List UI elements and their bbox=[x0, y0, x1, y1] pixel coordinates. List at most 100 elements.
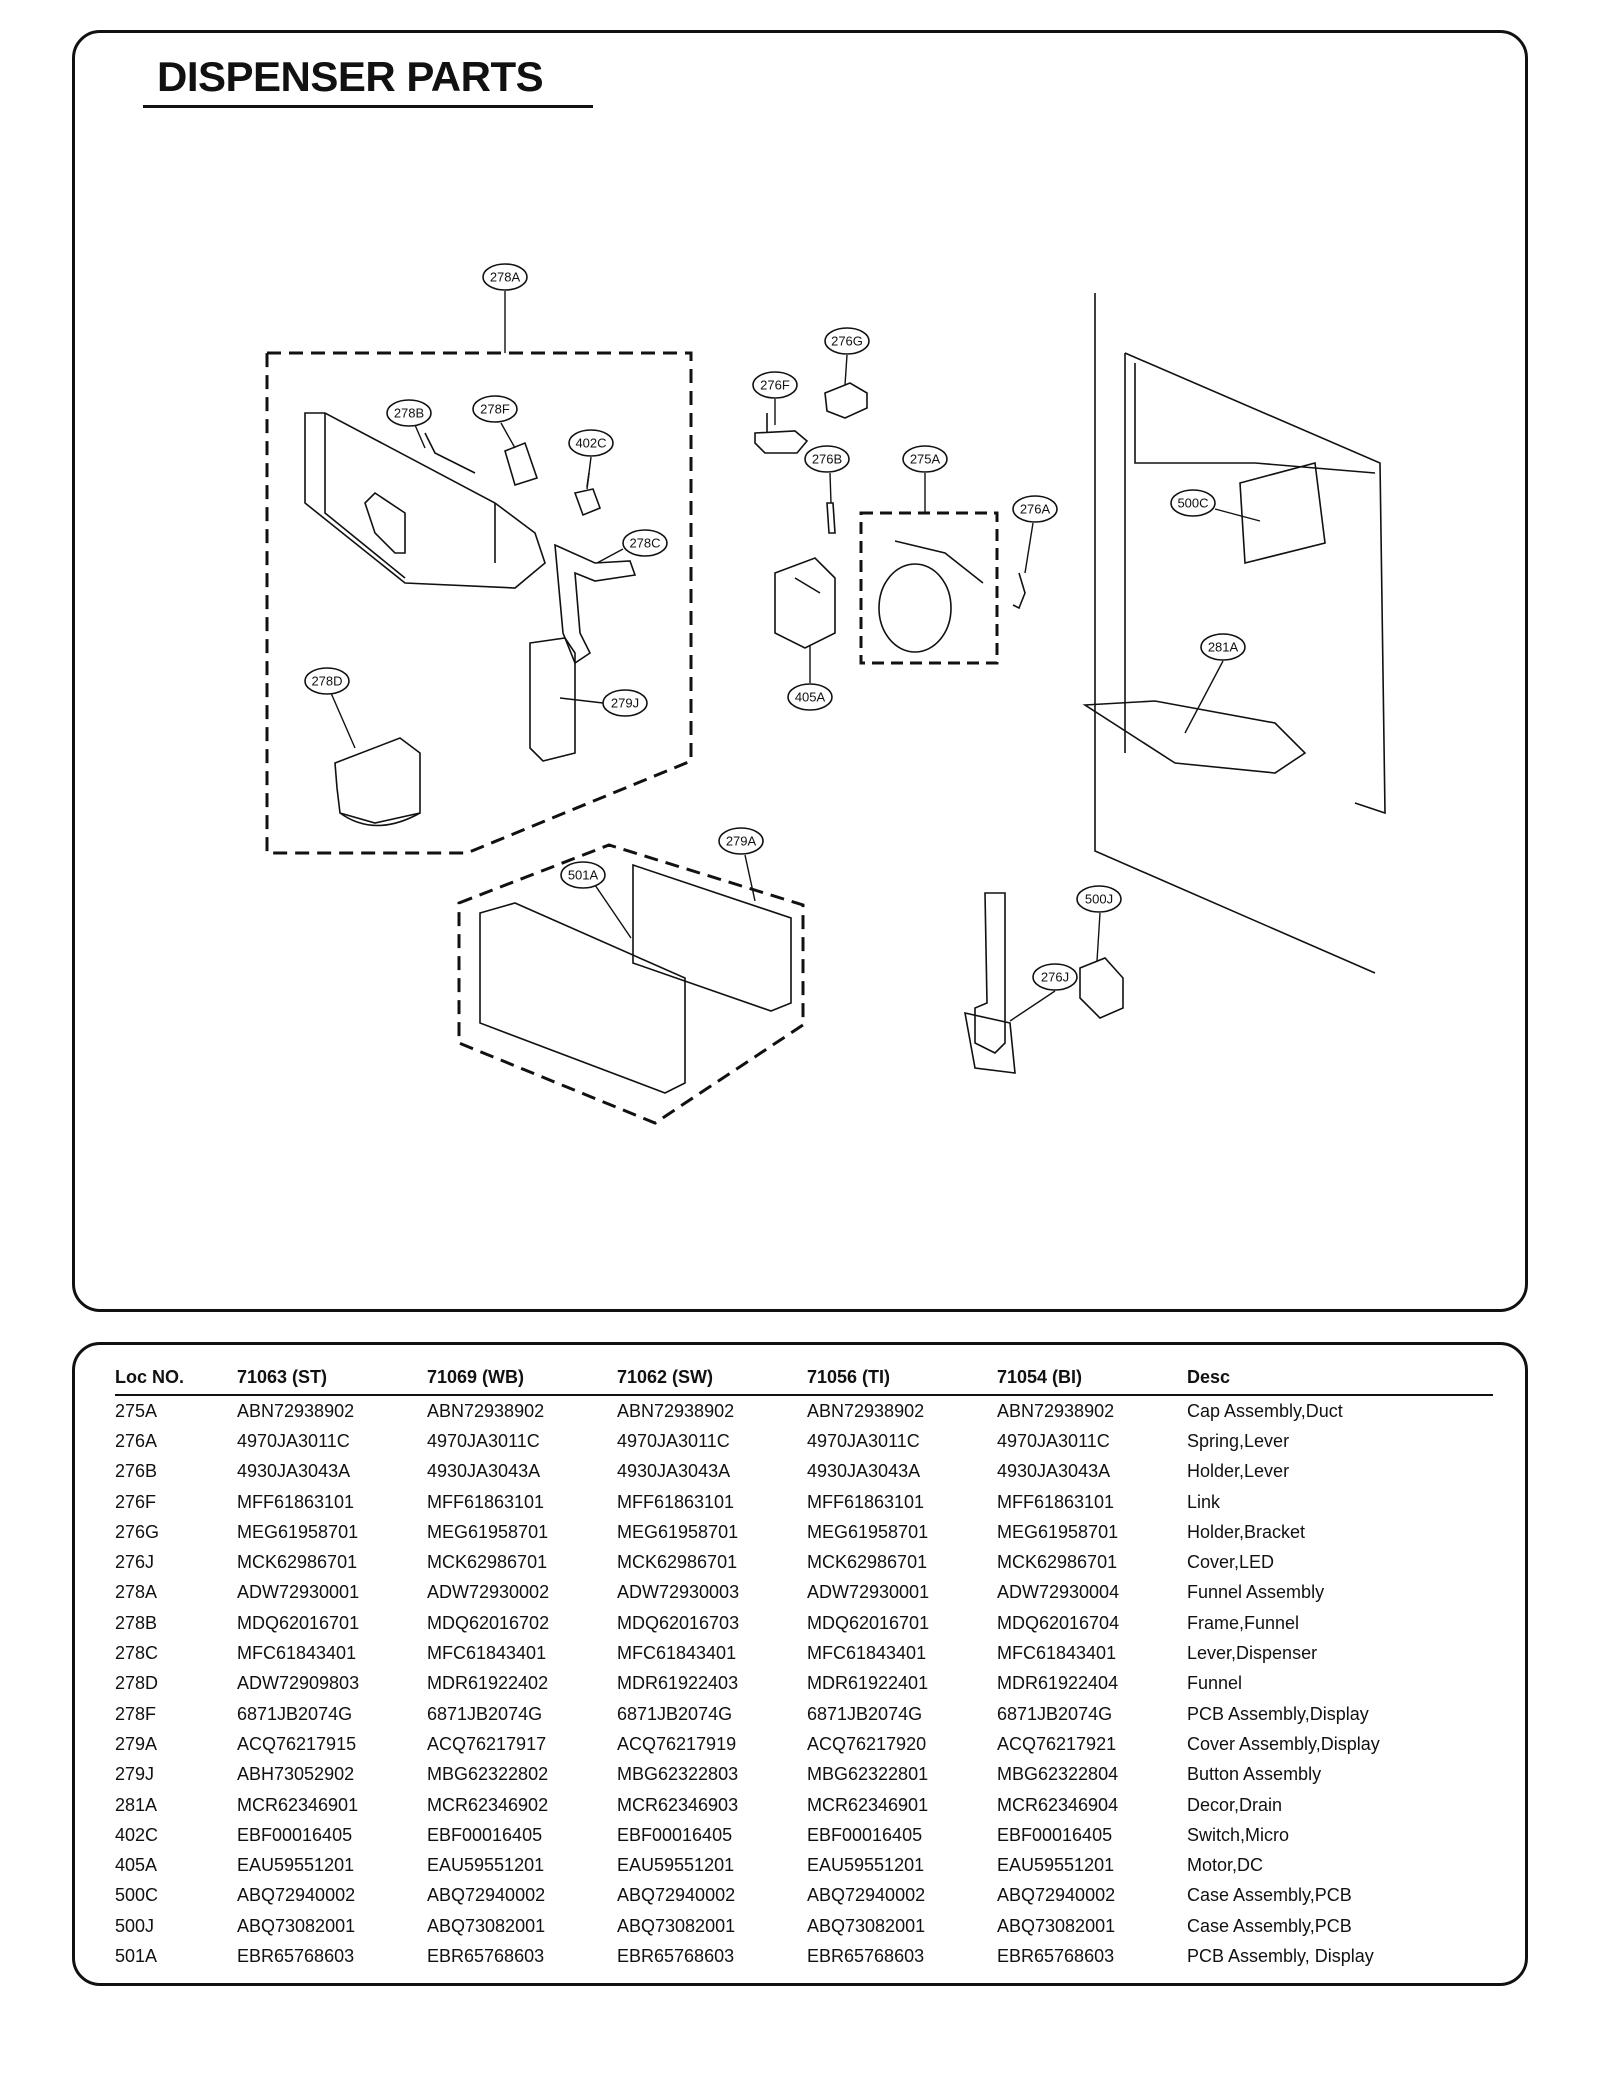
cell-loc-no: 405A bbox=[115, 1855, 158, 1876]
cell-part-71054-bi: MBG62322804 bbox=[997, 1764, 1119, 1785]
header-71054-bi: 71054 (BI) bbox=[997, 1359, 1187, 1396]
cell-part-71062-sw: ADW72930003 bbox=[617, 1582, 740, 1603]
cell-loc-no: 402C bbox=[115, 1824, 159, 1845]
callout-label: 276B bbox=[812, 452, 842, 467]
cell-part-71063-st: ABQ73082001 bbox=[237, 1915, 356, 1936]
cell-part-71069-wb: 4930JA3043A bbox=[427, 1461, 541, 1482]
cell-part-71054-bi: 4930JA3043A bbox=[997, 1461, 1111, 1482]
cell-part-71054-bi: EBF00016405 bbox=[997, 1824, 1113, 1845]
cell-part-71054-bi: EBR65768603 bbox=[997, 1945, 1115, 1966]
callout-label: 500C bbox=[1177, 496, 1208, 511]
lever-spring-part bbox=[1012, 572, 1026, 610]
cell-part-71069-wb: MFC61843401 bbox=[427, 1643, 547, 1664]
button-assembly-part bbox=[529, 637, 576, 762]
cell-part-71056-ti: ACQ76217920 bbox=[807, 1733, 927, 1754]
pcb-display-board-part bbox=[632, 863, 792, 1012]
cell-loc-no: 501A bbox=[115, 1945, 158, 1966]
cell-part-71063-st: MCR62346901 bbox=[237, 1794, 359, 1815]
cell-part-71069-wb: ADW72930002 bbox=[427, 1582, 550, 1603]
cell-part-71062-sw: ABQ73082001 bbox=[617, 1915, 736, 1936]
callout-281A: 281A bbox=[1200, 633, 1246, 661]
cap-duct-part bbox=[878, 563, 952, 653]
callout-500J: 500J bbox=[1076, 885, 1122, 913]
cell-part-71063-st: MEG61958701 bbox=[237, 1521, 359, 1542]
cell-part-71054-bi: ABN72938902 bbox=[997, 1400, 1115, 1421]
cell-part-71056-ti: ABQ73082001 bbox=[807, 1915, 926, 1936]
cell-loc-no: 278A bbox=[115, 1582, 158, 1603]
cell-loc-no: 276J bbox=[115, 1552, 155, 1573]
cell-part-71054-bi: ACQ76217921 bbox=[997, 1733, 1117, 1754]
cell-part-71056-ti: MCR62346901 bbox=[807, 1794, 929, 1815]
cell-loc-no: 279J bbox=[115, 1764, 155, 1785]
callout-label: 275A bbox=[910, 452, 941, 467]
cell-desc: Cover Assembly,Display bbox=[1187, 1733, 1380, 1754]
header-71069-wb: 71069 (WB) bbox=[427, 1359, 617, 1396]
cell-desc: PCB Assembly, Display bbox=[1187, 1945, 1374, 1966]
callout-label: 278D bbox=[311, 674, 342, 689]
cell-desc: Decor,Drain bbox=[1187, 1794, 1283, 1815]
cell-part-71063-st: MCK62986701 bbox=[237, 1552, 358, 1573]
callout-label: 276G bbox=[831, 334, 863, 349]
cell-part-71063-st: ADW72930001 bbox=[237, 1582, 360, 1603]
cell-part-71062-sw: MEG61958701 bbox=[617, 1521, 739, 1542]
title-underline bbox=[143, 105, 593, 108]
cell-part-71062-sw: MCR62346903 bbox=[617, 1794, 739, 1815]
cell-part-71062-sw: ACQ76217919 bbox=[617, 1733, 737, 1754]
link-part bbox=[754, 413, 809, 454]
callout-label: 279A bbox=[726, 834, 757, 849]
small-pcb-case-part bbox=[1079, 957, 1124, 1019]
cell-part-71063-st: EBF00016405 bbox=[237, 1824, 353, 1845]
pcb-case-part bbox=[1239, 461, 1326, 565]
page-title: DISPENSER PARTS bbox=[157, 53, 544, 100]
leader-lines bbox=[330, 291, 1261, 1022]
cap-assembly-group-outline bbox=[859, 511, 999, 665]
callout-402C: 402C bbox=[568, 429, 614, 457]
header-71063-st: 71063 (ST) bbox=[237, 1359, 427, 1396]
callout-405A: 405A bbox=[787, 683, 833, 711]
cell-part-71056-ti: 4970JA3011C bbox=[807, 1430, 920, 1451]
cell-desc: PCB Assembly,Display bbox=[1187, 1703, 1369, 1724]
funnel-part bbox=[334, 737, 421, 827]
callout-label: 279J bbox=[611, 696, 639, 711]
display-cover-group-outline bbox=[457, 843, 805, 1125]
cell-desc: Cap Assembly,Duct bbox=[1187, 1400, 1343, 1421]
cell-part-71054-bi: MEG61958701 bbox=[997, 1521, 1119, 1542]
dc-motor-part bbox=[774, 557, 836, 649]
callout-label: 501A bbox=[568, 868, 599, 883]
callout-label: 276F bbox=[760, 378, 790, 393]
pcb-display-small-part bbox=[504, 441, 539, 487]
cell-desc: Switch,Micro bbox=[1187, 1824, 1290, 1845]
callout-278B: 278B bbox=[386, 399, 432, 427]
cell-loc-no: 278B bbox=[115, 1612, 158, 1633]
cell-part-71069-wb: MCR62346902 bbox=[427, 1794, 549, 1815]
callout-275A: 275A bbox=[902, 445, 948, 473]
table-header-row: Loc NO. 71063 (ST) 71069 (WB) 71062 (SW)… bbox=[115, 1359, 1493, 1396]
cell-part-71069-wb: MDR61922402 bbox=[427, 1673, 549, 1694]
cell-part-71054-bi: MFF61863101 bbox=[997, 1491, 1115, 1512]
cell-loc-no: 276G bbox=[115, 1521, 160, 1542]
cell-part-71069-wb: EBF00016405 bbox=[427, 1824, 543, 1845]
cell-part-71069-wb: ABN72938902 bbox=[427, 1400, 545, 1421]
cell-part-71063-st: EBR65768603 bbox=[237, 1945, 355, 1966]
cell-part-71056-ti: 6871JB2074G bbox=[807, 1703, 923, 1724]
cell-part-71063-st: ABN72938902 bbox=[237, 1400, 355, 1421]
led-cover-base bbox=[963, 1011, 1016, 1074]
cell-desc: Spring,Lever bbox=[1187, 1430, 1290, 1451]
cell-part-71062-sw: 4930JA3043A bbox=[617, 1461, 731, 1482]
cell-part-71069-wb: EAU59551201 bbox=[427, 1855, 545, 1876]
cell-loc-no: 276A bbox=[115, 1430, 158, 1451]
cell-part-71069-wb: MFF61863101 bbox=[427, 1491, 545, 1512]
cell-part-71056-ti: MBG62322801 bbox=[807, 1764, 929, 1785]
exploded-parts-diagram: 278A 278B 278F 402C 278C 278D 279J 276F … bbox=[265, 263, 1386, 1125]
cell-part-71062-sw: ABQ72940002 bbox=[617, 1885, 736, 1906]
parts-table: Loc NO. 71063 (ST) 71069 (WB) 71062 (SW)… bbox=[115, 1359, 1493, 1972]
